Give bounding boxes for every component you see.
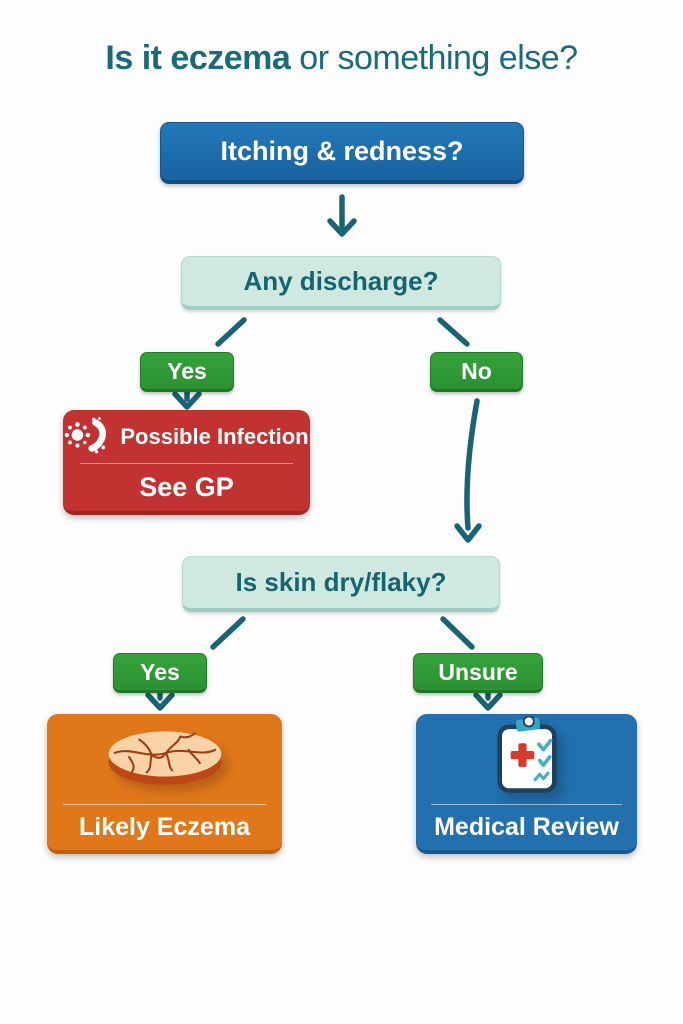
branch-unsure: Unsure [413, 653, 543, 693]
branch-yes-dry-label: Yes [140, 658, 180, 685]
card-likely-eczema: Likely Eczema [47, 714, 282, 854]
card-medical-review: Medical Review [416, 714, 637, 854]
review-divider [431, 803, 622, 805]
branch-no-discharge-label: No [461, 357, 492, 384]
arrow-no-to-q3 [454, 398, 482, 543]
node-itching-redness: Itching & redness? [160, 122, 524, 184]
branch-yes-dry: Yes [113, 653, 207, 693]
branch-yes-discharge-label: Yes [167, 357, 207, 384]
node-any-discharge: Any discharge? [181, 256, 501, 310]
node-skin-dry-flaky: Is skin dry/flaky? [182, 556, 500, 612]
title-emphasis: Is it eczema [105, 39, 291, 77]
connector-q3-to-yes [210, 616, 246, 650]
medical-clipboard-icon [492, 715, 562, 801]
connector-q2-to-no [437, 317, 470, 347]
branch-no-discharge: No [430, 352, 523, 392]
branch-unsure-label: Unsure [438, 658, 518, 685]
eczema-divider [63, 803, 266, 805]
eczema-label: Likely Eczema [79, 812, 250, 841]
branch-yes-discharge: Yes [140, 352, 234, 392]
review-label: Medical Review [434, 812, 619, 841]
infection-divider [80, 463, 293, 464]
node-any-discharge-label: Any discharge? [243, 266, 439, 296]
infection-action: See GP [139, 472, 234, 502]
connector-q2-to-yes [215, 317, 247, 347]
arrow-q1-to-q2 [327, 194, 357, 237]
card-possible-infection: Possible Infection See GP [63, 410, 310, 515]
title-suffix: or something else? [299, 39, 578, 77]
infection-title: Possible Infection [120, 424, 309, 449]
dry-skin-patch-icon [97, 716, 233, 801]
connector-q3-to-unsure [440, 616, 475, 650]
germ-icon [64, 415, 108, 460]
node-skin-dry-flaky-label: Is skin dry/flaky? [235, 567, 447, 597]
arrow-yes-to-infection [172, 388, 202, 410]
node-itching-redness-label: Itching & redness? [220, 136, 464, 166]
